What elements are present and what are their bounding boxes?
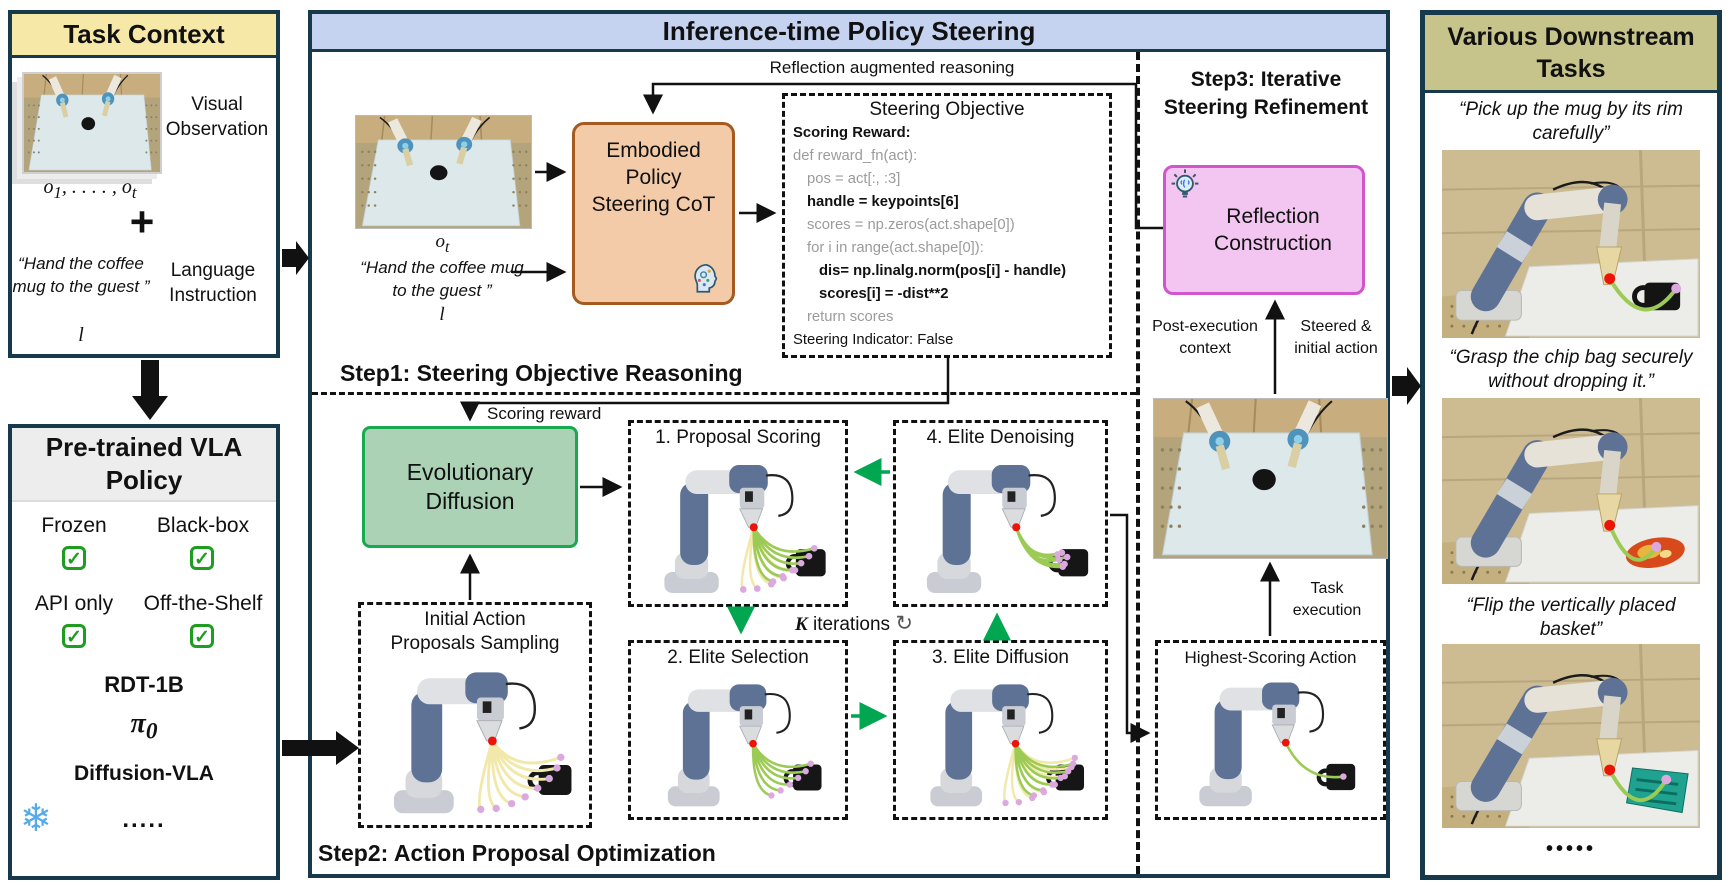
robot-illustration-diffusion — [902, 671, 1099, 813]
checkbox-frozen: ✓ — [62, 546, 86, 570]
checkbox-off-the-shelf: ✓ — [190, 624, 214, 648]
code-line: scores = np.zeros(act.shape[0]) — [807, 217, 1015, 233]
current-observation-photo — [355, 115, 532, 229]
downstream-photo-mug — [1442, 150, 1700, 338]
initial-proposals-box: Initial Action Proposals Sampling — [358, 602, 592, 828]
reflection-construction-box: Reflection Construction — [1163, 165, 1365, 295]
step3-divider — [1136, 52, 1140, 874]
more-models-dots: ..... — [122, 806, 166, 833]
visual-observation-label: Visual Observation — [165, 94, 269, 140]
lightbulb-brain-icon — [1168, 168, 1202, 202]
reflection-augmented-label: Reflection augmented reasoning — [769, 58, 1015, 77]
task-instruction-quote: “Hand the coffee mug to the guest ” — [12, 254, 150, 296]
embodied-policy-steering-cot-box: Embodied Policy Steering CoT — [572, 122, 735, 305]
model-pi0: π0 — [130, 708, 158, 745]
downstream-quote-2: “Grasp the chip bag securely without dro… — [1449, 347, 1693, 392]
elite-diffusion-box: 3. Elite Diffusion — [893, 640, 1108, 820]
post-execution-label: Post-execution context — [1152, 318, 1258, 357]
robot-illustration-denoising — [902, 451, 1099, 600]
vla-attr-api-only: API only — [34, 592, 114, 615]
model-rdt-1b: RDT-1B — [104, 672, 184, 697]
evolutionary-diffusion-box: Evolutionary Diffusion — [362, 426, 578, 548]
language-instruction-label: Language Instruction — [169, 260, 257, 306]
code-line: dis= np.linalg.norm(pos[i] - handle) — [819, 263, 1067, 279]
k-iterations-label: K iterations ↻ — [795, 612, 913, 635]
loop-icon: ↻ — [895, 612, 913, 635]
brain-icon — [688, 262, 722, 296]
robot-illustration-scoring — [637, 451, 839, 600]
vla-attr-blackbox: Black-box — [156, 514, 250, 537]
model-diffusion-vla: Diffusion-VLA — [74, 762, 214, 785]
downstream-photo-basket — [1442, 644, 1700, 828]
scoring-reward-label: Scoring reward — [487, 404, 602, 423]
embodied-box-label: Embodied Policy Steering CoT — [591, 139, 716, 216]
elite-denoising-box: 4. Elite Denoising — [893, 420, 1108, 607]
instruction-math: l — [78, 324, 84, 346]
code-line: return scores — [807, 309, 894, 325]
checkbox-api-only: ✓ — [62, 624, 86, 648]
downstream-title: Various Downstream Tasks — [1425, 15, 1717, 93]
post-execution-photo — [1153, 398, 1388, 559]
code-line: scores[i] = -dist**2 — [819, 286, 949, 302]
elite-selection-label: 2. Elite Selection — [667, 647, 809, 668]
task-context-title: Task Context — [12, 14, 276, 58]
elite-diffusion-label: 3. Elite Diffusion — [932, 647, 1069, 668]
steering-objective-title: Steering Objective — [869, 99, 1025, 120]
highest-scoring-label: Highest-Scoring Action — [1184, 648, 1357, 667]
step1-step2-divider — [312, 392, 1136, 395]
code-line: pos = act[:, :3] — [807, 171, 901, 187]
elite-selection-box: 2. Elite Selection — [628, 640, 848, 820]
steering-l-math: l — [439, 304, 445, 325]
snowflake-icon: ❄ — [20, 798, 52, 840]
code-line: Scoring Reward: — [793, 125, 911, 141]
task-context-panel: Task Context — [8, 10, 280, 358]
steered-initial-label: Steered & initial action — [1294, 318, 1378, 357]
vla-policy-title: Pre-trained VLA Policy — [12, 428, 276, 502]
step1-label: Step1: Steering Objective Reasoning — [340, 360, 743, 386]
plus-icon: + — [129, 198, 155, 245]
vla-attr-frozen: Frozen — [41, 514, 107, 537]
proposal-scoring-label: 1. Proposal Scoring — [655, 427, 821, 448]
proposal-scoring-box: 1. Proposal Scoring — [628, 420, 848, 607]
steering-objective-code: Scoring Reward: def reward_fn(act): pos … — [785, 121, 1109, 352]
vla-policy-panel: Pre-trained VLA Policy — [8, 424, 280, 880]
highest-scoring-box: Highest-Scoring Action — [1155, 640, 1386, 820]
policy-steering-title: Inference-time Policy Steering — [312, 14, 1386, 52]
code-line: def reward_fn(act): — [793, 148, 918, 164]
steering-indicator-line: Steering Indicator: False — [793, 332, 954, 348]
step2-label: Step2: Action Proposal Optimization — [318, 840, 716, 866]
robot-illustration-highest — [1164, 669, 1377, 813]
robot-illustration-selection — [637, 671, 839, 813]
downstream-photo-chipbag — [1442, 398, 1700, 584]
elite-denoising-label: 4. Elite Denoising — [926, 427, 1075, 448]
initial-proposals-label: Initial Action Proposals Sampling — [390, 609, 560, 654]
steering-objective-box: Steering Objective Scoring Reward: def r… — [782, 93, 1112, 358]
check-icon: ✓ — [62, 546, 86, 570]
code-line: for i in range(act.shape[0]): — [807, 240, 984, 256]
check-icon: ✓ — [190, 624, 214, 648]
task-execution-label: Task execution — [1292, 580, 1362, 619]
check-icon: ✓ — [190, 546, 214, 570]
steering-instruction-quote: “Hand the coffee mug to the guest ” — [360, 258, 524, 300]
check-icon: ✓ — [62, 624, 86, 648]
more-tasks-dots: ••••• — [1545, 838, 1596, 860]
ot-math: ot — [435, 231, 450, 256]
checkbox-blackbox: ✓ — [190, 546, 214, 570]
robot-illustration-initial — [367, 657, 583, 821]
vla-attr-off-the-shelf: Off-the-Shelf — [143, 592, 263, 615]
observations-math: o1, . . . . , ot — [43, 176, 137, 202]
step3-title: Step3: Iterative Steering Refinement — [1163, 68, 1369, 119]
downstream-quote-3: “Flip the vertically placed basket” — [1466, 595, 1676, 640]
downstream-quote-1: “Pick up the mug by its rim carefully” — [1459, 99, 1683, 144]
task-observation-photo — [22, 72, 162, 174]
code-line: handle = keypoints[6] — [807, 194, 959, 210]
